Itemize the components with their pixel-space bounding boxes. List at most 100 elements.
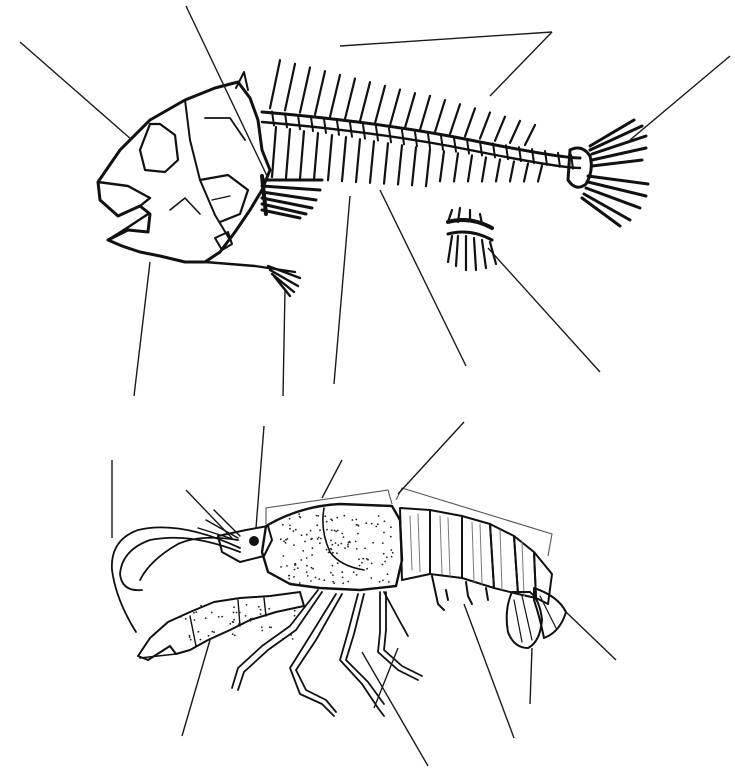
claw-stipple (180, 616, 182, 618)
dorsal-ray (420, 96, 430, 130)
carapace-stipple (382, 542, 384, 544)
carapace-stipple (335, 531, 337, 533)
carapace-stipple (319, 529, 321, 531)
claw-stipple (258, 606, 260, 608)
carapace-stipple (289, 515, 291, 517)
crayfish-abdomen-segment-2 (430, 510, 462, 578)
claw-stipple (194, 619, 196, 621)
carapace-stipple (301, 534, 303, 536)
leader-line-fish-3a (340, 32, 552, 46)
dorsal-ray (330, 75, 340, 117)
carapace-stipple (288, 578, 290, 580)
fish-eye-orbit (140, 124, 178, 172)
carapace-stipple (293, 544, 295, 546)
dorsal-ray (525, 125, 535, 145)
carapace-stipple (285, 542, 287, 544)
claw-stipple (212, 631, 214, 633)
claw-stipple (292, 638, 294, 640)
claw-stipple (198, 631, 200, 633)
leader-line-crayfish-10 (530, 648, 532, 704)
carapace-stipple (320, 538, 322, 540)
carapace-stipple (378, 515, 380, 517)
claw-stipple (233, 619, 235, 621)
carapace-stipple (366, 558, 368, 560)
carapace-stipple (302, 550, 304, 552)
carapace-stipple (319, 542, 321, 544)
dorsal-ray (450, 104, 460, 134)
dorsal-ray (390, 90, 400, 126)
carapace-stipple (371, 523, 373, 525)
carapace-stipple (316, 524, 318, 526)
carapace-stipple (382, 580, 384, 582)
carapace-stipple (332, 565, 334, 567)
carapace-stipple (280, 538, 282, 540)
carapace-stipple (356, 574, 358, 576)
claw-stipple (294, 615, 296, 617)
carapace-stipple (357, 533, 359, 535)
claw-stipple (190, 639, 192, 641)
carapace-stipple (343, 536, 345, 538)
carapace-stipple (293, 530, 295, 532)
crayfish (112, 422, 616, 766)
carapace-stipple (343, 515, 345, 517)
vertebra (337, 121, 339, 135)
carapace-stipple (347, 581, 349, 583)
claw-stipple (269, 626, 271, 628)
dorsal-ray (465, 108, 475, 136)
carapace-stipple (315, 577, 317, 579)
rib (286, 129, 290, 178)
carapace-stipple (337, 544, 339, 546)
rib (482, 157, 486, 181)
carapace-stipple (375, 526, 377, 528)
claw-stipple (232, 621, 234, 623)
claw-stipple (233, 606, 235, 608)
carapace-stipple (355, 541, 357, 543)
vertebra (454, 138, 456, 152)
claw-stipple (261, 630, 263, 632)
carapace-stipple (300, 559, 302, 561)
carapace-stipple (379, 581, 381, 583)
claw-stipple (195, 611, 197, 613)
rib (496, 159, 500, 181)
claw-stipple (245, 615, 247, 617)
leader-line-fish-2 (186, 6, 268, 178)
rib (370, 141, 374, 183)
carapace-stipple (306, 534, 308, 536)
carapace-stipple (386, 556, 388, 558)
claw-stipple (208, 635, 210, 637)
claw-stipple (211, 612, 213, 614)
dorsal-ray (375, 86, 385, 124)
crayfish-abdomen-segment-1 (400, 508, 430, 580)
carapace-stipple (372, 542, 374, 544)
crayfish-carapace (262, 504, 402, 590)
crayfish-abdomen-segment-5 (514, 536, 536, 598)
carapace-stipple (347, 544, 349, 546)
claw-stipple (213, 631, 215, 633)
fish-pelvic-fin (205, 262, 300, 296)
claw-stipple (236, 612, 238, 614)
claw-stipple (193, 612, 195, 614)
carapace-stipple (331, 544, 333, 546)
carapace-stipple (317, 538, 319, 540)
carapace-stipple (297, 567, 299, 569)
claw-stipple (221, 616, 223, 618)
carapace-stipple (330, 540, 332, 542)
leader-line-fish-6 (283, 290, 285, 396)
fish-pectoral-fin (262, 176, 322, 218)
carapace-stipple (340, 543, 342, 545)
rib (524, 163, 528, 181)
carapace-stipple (317, 515, 319, 517)
carapace-stipple (326, 529, 328, 531)
claw-stipple (185, 618, 187, 620)
carapace-stipple (366, 568, 368, 570)
carapace-stipple (288, 575, 290, 577)
crayfish-abdomen-segment-6 (534, 552, 552, 604)
dorsal-ray (480, 113, 490, 139)
leader-line-fish-8 (380, 190, 466, 366)
leader-line-fish-7 (334, 196, 350, 384)
carapace-stipple (371, 563, 373, 565)
vertebra (428, 134, 430, 148)
vertebra (441, 136, 443, 150)
crayfish-uropod (507, 592, 542, 648)
rib (356, 139, 360, 182)
